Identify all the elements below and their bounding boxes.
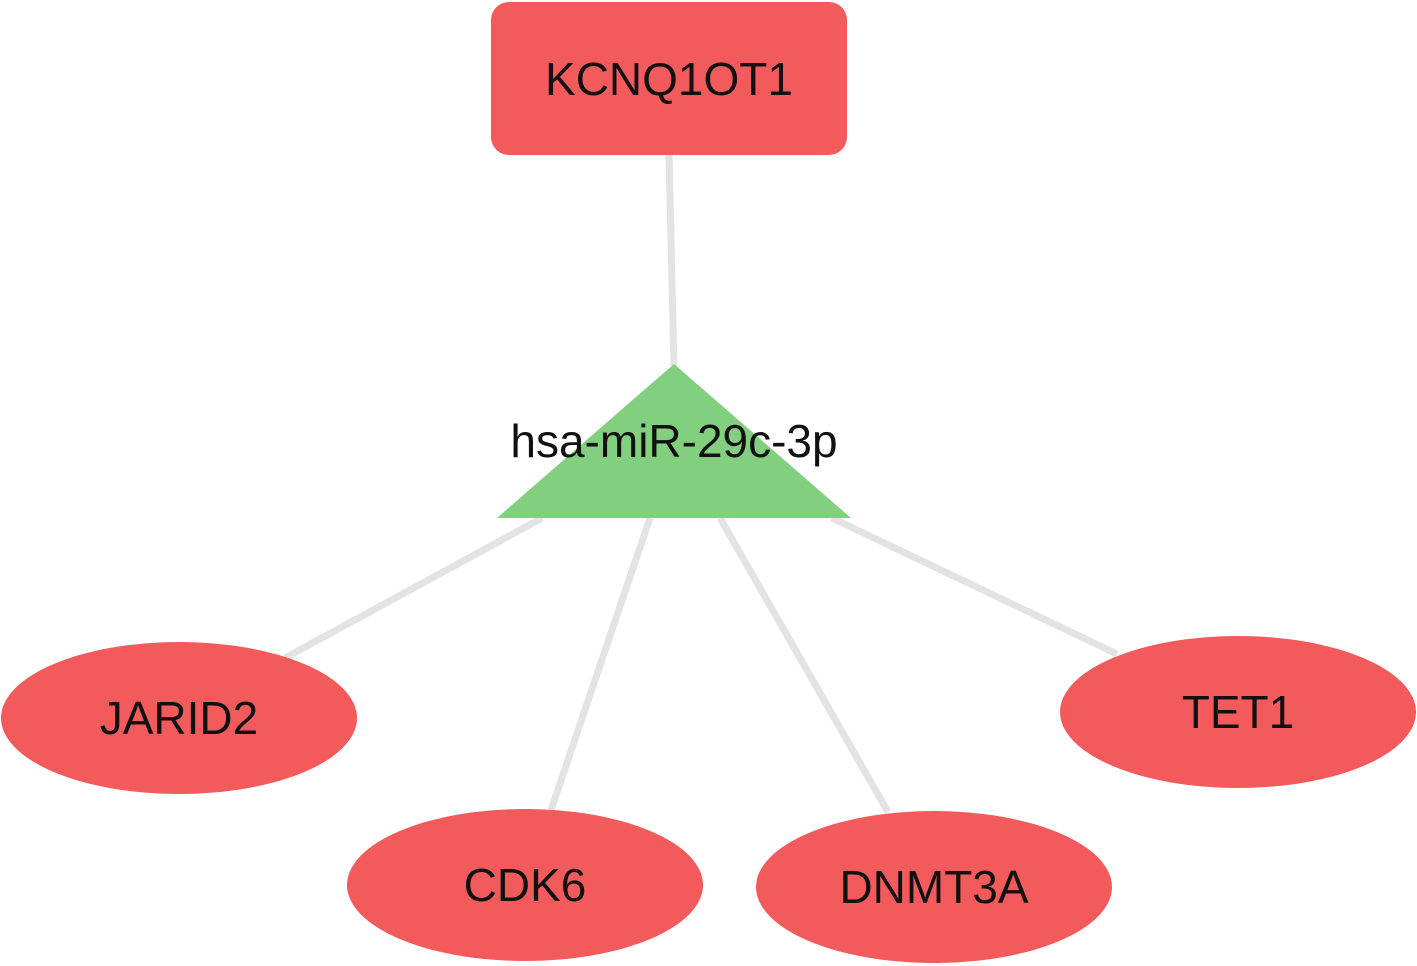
node-tet1[interactable]: TET1 <box>1060 636 1416 788</box>
node-kcnq1ot1-shape <box>491 2 847 155</box>
node-mirna-label: hsa-miR-29c-3p <box>510 415 837 467</box>
node-kcnq1ot1-label: KCNQ1OT1 <box>545 53 793 105</box>
edge-mirna-cdk6 <box>547 516 654 812</box>
node-cdk6-label: CDK6 <box>464 859 587 911</box>
node-jarid2[interactable]: JARID2 <box>1 642 357 794</box>
edge-mirna-dnmt3a <box>716 516 892 814</box>
node-dnmt3a-label: DNMT3A <box>839 861 1028 913</box>
node-tet1-label: TET1 <box>1182 686 1294 738</box>
node-cdk6-shape <box>347 809 703 961</box>
node-mirna[interactable]: hsa-miR-29c-3p <box>497 364 851 518</box>
node-mirna-shape <box>497 364 851 518</box>
edge-kcnq1ot1-mirna <box>665 154 678 367</box>
node-tet1-shape <box>1060 636 1416 788</box>
node-jarid2-shape <box>1 642 357 794</box>
node-jarid2-label: JARID2 <box>100 692 258 744</box>
edges-group <box>283 154 1119 814</box>
node-dnmt3a[interactable]: DNMT3A <box>756 811 1112 963</box>
node-kcnq1ot1[interactable]: KCNQ1OT1 <box>491 2 847 155</box>
edge-mirna-jarid2 <box>283 514 544 662</box>
edge-mirna-tet1 <box>830 514 1119 658</box>
node-dnmt3a-shape <box>756 811 1112 963</box>
node-cdk6[interactable]: CDK6 <box>347 809 703 961</box>
